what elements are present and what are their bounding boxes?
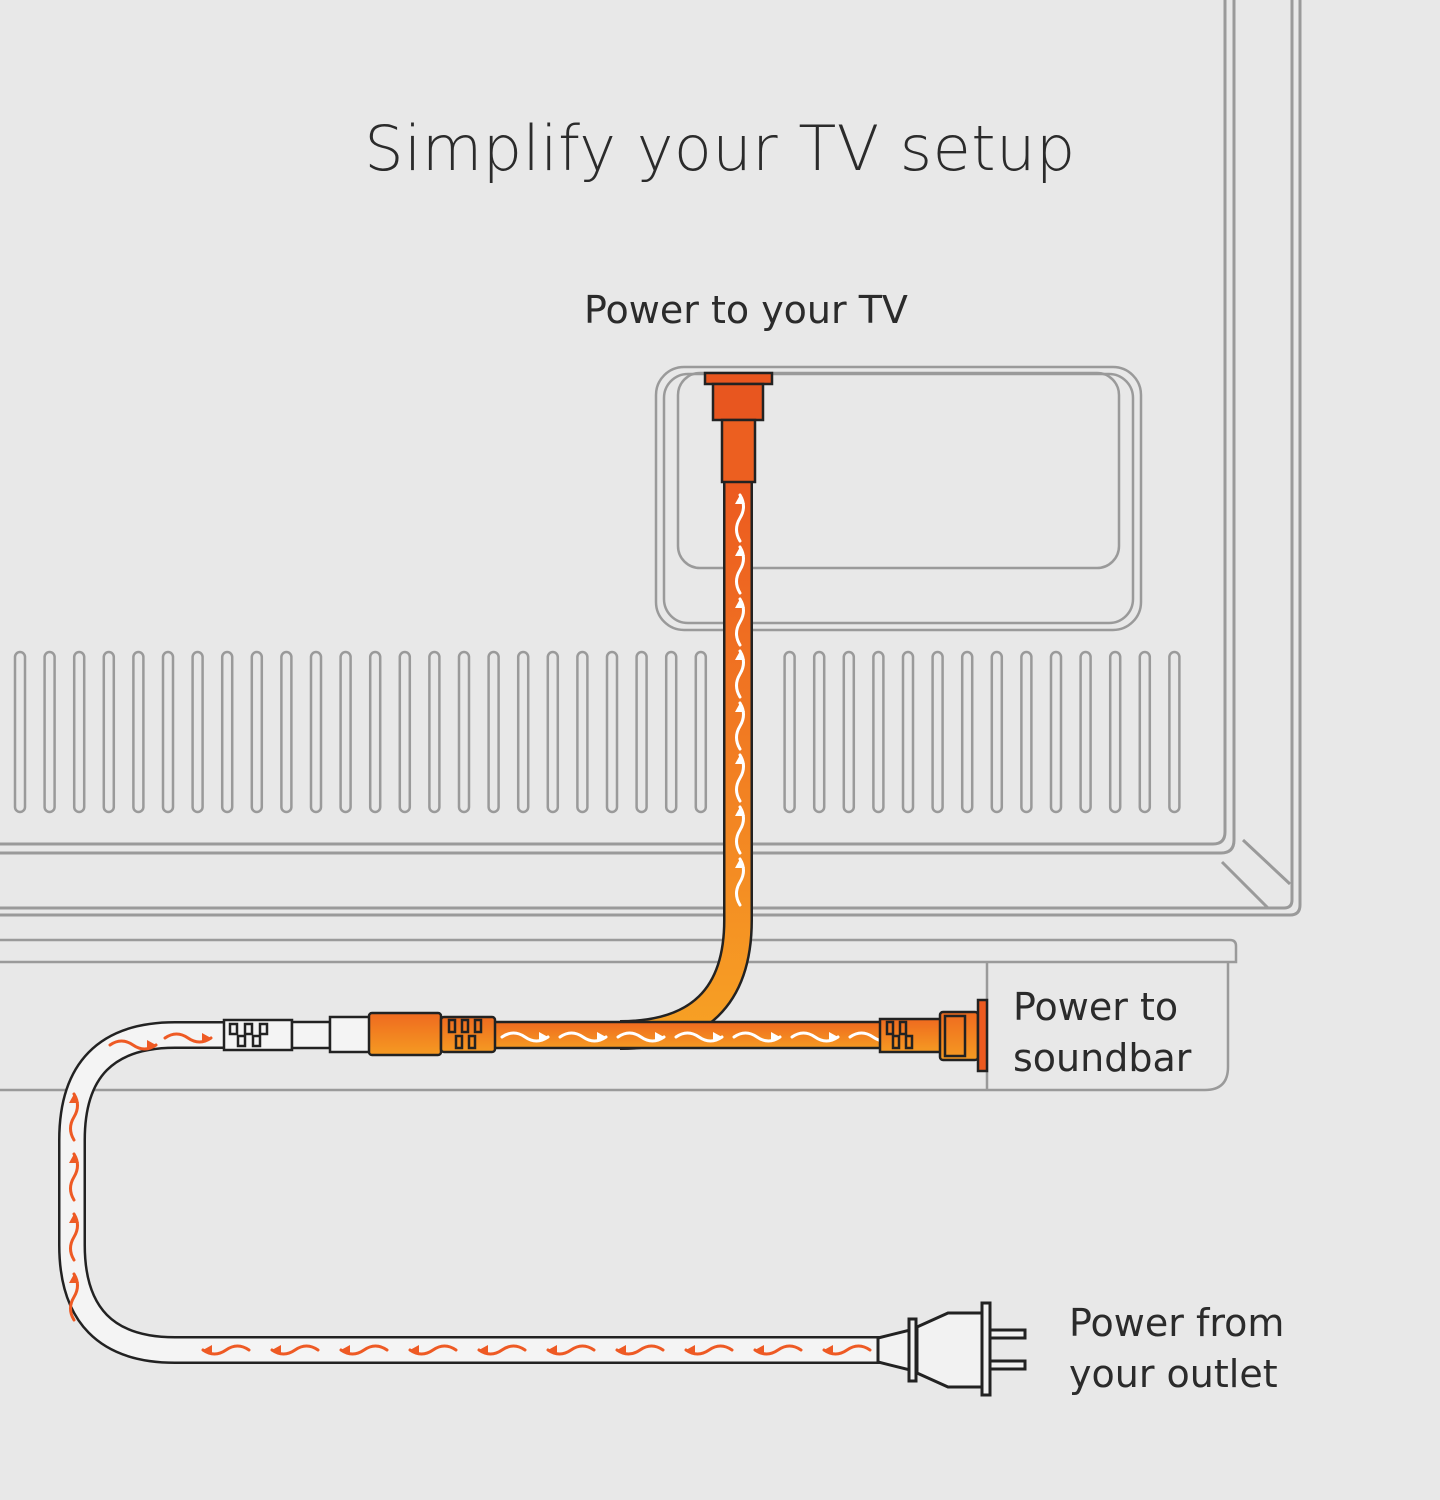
vent-slot xyxy=(102,650,116,814)
vent-slot xyxy=(428,650,441,814)
label-line: soundbar xyxy=(1013,1036,1192,1080)
vent-slot xyxy=(546,650,560,814)
vent-slot xyxy=(220,650,234,814)
vent-slot xyxy=(72,650,86,814)
outlet-cable xyxy=(58,1021,882,1364)
label-line: your outlet xyxy=(1069,1352,1278,1396)
vent-slot xyxy=(783,650,796,814)
vent-slot xyxy=(842,650,856,814)
vent-slot xyxy=(368,650,382,814)
label-power-to-tv: Power to your TV xyxy=(584,288,908,332)
vent-slot xyxy=(1168,650,1181,814)
flow-arrowhead xyxy=(735,807,745,816)
label-line: Power to xyxy=(1013,985,1179,1029)
vent-slot xyxy=(635,650,648,814)
vent-slot xyxy=(812,650,826,814)
vent-slot xyxy=(901,650,915,814)
flow-arrowhead xyxy=(147,1040,156,1050)
flow-arrowhead xyxy=(824,1345,833,1355)
vent-slot xyxy=(516,650,530,814)
vent-slot xyxy=(576,650,589,814)
tv-plug xyxy=(703,371,774,484)
flow-arrowhead xyxy=(341,1345,350,1355)
flow-arrowhead xyxy=(617,1345,626,1355)
vent-slot xyxy=(605,650,619,814)
vent-slot xyxy=(1138,650,1152,814)
vent-slot xyxy=(339,650,352,814)
vent-slot xyxy=(694,650,708,814)
flow-arrowhead xyxy=(735,495,745,504)
vent-slot xyxy=(309,650,323,814)
vent-slot xyxy=(990,650,1004,814)
flow-arrowhead xyxy=(735,651,745,660)
vent-slot xyxy=(280,650,293,814)
vent-slot xyxy=(13,650,27,814)
vent-slot xyxy=(960,650,974,814)
vent-slot xyxy=(872,650,885,814)
tv-port-panel xyxy=(654,365,1143,632)
flow-arrowhead xyxy=(771,1032,780,1042)
flow-arrowhead xyxy=(202,1033,211,1043)
outlet-plug-icon xyxy=(876,1301,1027,1397)
label-power-from-outlet: Power from your outlet xyxy=(1069,1298,1284,1400)
tv-cable xyxy=(619,482,753,1050)
flow-arrowhead xyxy=(755,1345,764,1355)
vent-slot xyxy=(191,650,204,814)
splitter-body xyxy=(367,1011,497,1057)
flow-arrowhead xyxy=(655,1032,664,1042)
vent-slot xyxy=(250,650,264,814)
flow-arrowhead xyxy=(713,1032,722,1042)
adapter-connector xyxy=(222,1015,372,1054)
flow-arrowhead xyxy=(735,755,745,764)
flow-arrowhead xyxy=(548,1345,557,1355)
flow-arrowhead xyxy=(479,1345,488,1355)
flow-arrowhead xyxy=(69,1154,79,1163)
flow-arrowhead xyxy=(735,859,745,868)
flow-arrowhead xyxy=(203,1345,212,1355)
flow-arrowhead xyxy=(539,1032,548,1042)
flow-arrowhead xyxy=(597,1032,606,1042)
flow-arrowhead xyxy=(69,1274,79,1283)
vent-slot xyxy=(487,650,500,814)
tv-vents xyxy=(13,650,1181,814)
vent-slot xyxy=(1108,650,1122,814)
flow-arrowhead xyxy=(735,703,745,712)
tv-back xyxy=(0,0,1302,917)
flow-arrowhead xyxy=(735,599,745,608)
flow-arrowhead xyxy=(272,1345,281,1355)
page-title: Simplify your TV setup xyxy=(364,112,1076,185)
flow-arrowhead xyxy=(735,547,745,556)
vent-slot xyxy=(931,650,944,814)
vent-slot xyxy=(1079,650,1092,814)
vent-slot xyxy=(161,650,175,814)
soundbar-plug xyxy=(878,998,989,1073)
flow-arrowhead xyxy=(410,1345,419,1355)
vent-slot xyxy=(457,650,471,814)
flow-arrowhead xyxy=(69,1094,79,1103)
label-line: Power from xyxy=(1069,1301,1285,1345)
vent-slot xyxy=(132,650,145,814)
vent-slot xyxy=(664,650,678,814)
vent-slot xyxy=(43,650,56,814)
vent-slot xyxy=(398,650,412,814)
vent-slot xyxy=(1049,650,1063,814)
vent-slot xyxy=(1020,650,1033,814)
soundbar-cable xyxy=(488,1020,898,1050)
label-power-to-soundbar: Power to soundbar xyxy=(1013,982,1191,1084)
flow-arrowhead xyxy=(829,1032,838,1042)
flow-arrowhead xyxy=(69,1214,79,1223)
flow-arrowhead xyxy=(686,1345,695,1355)
